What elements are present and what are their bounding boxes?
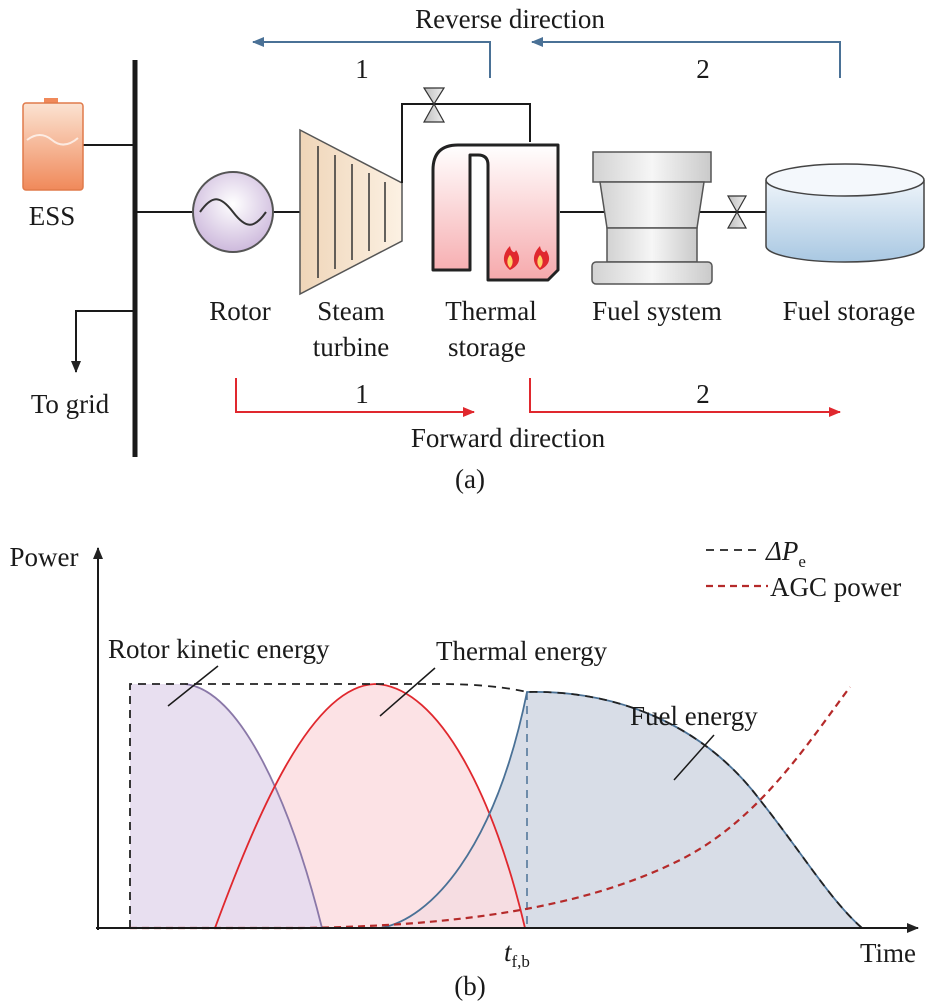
rotor-energy-label: Rotor kinetic energy — [108, 634, 330, 664]
reverse-arrow-1 — [252, 37, 491, 78]
delta-pe-curve — [129, 683, 863, 929]
rotor-label: Rotor — [209, 296, 271, 326]
reverse-direction-label: Reverse direction — [415, 4, 605, 34]
legend: ΔPe AGC power — [706, 536, 901, 602]
x-axis-label: Time — [860, 938, 916, 968]
agc-power-curve — [130, 686, 851, 930]
legend-delta-pe-label: ΔPe — [765, 536, 806, 571]
thermal-energy-pointer — [379, 667, 436, 717]
to-grid-arrow — [71, 310, 135, 373]
fuel-energy-label: Fuel energy — [630, 701, 758, 731]
tfb-main: t — [504, 937, 513, 967]
steam-turbine-label-1: Steam — [317, 296, 385, 326]
forward-arrow-2 — [529, 378, 841, 417]
reverse-arrow-2 — [531, 37, 841, 78]
y-axis-label: Power — [10, 542, 79, 572]
rotor-energy-curve — [184, 683, 323, 929]
tfb-tick-label: tf,b — [504, 937, 530, 971]
thermal-energy-label: Thermal energy — [436, 636, 608, 666]
battery-icon — [22, 98, 84, 191]
panel-b: Power Time tf,b Rotor kinetic energy The… — [10, 536, 919, 1001]
forward-direction-label: Forward direction — [411, 423, 606, 453]
forward-step-1: 1 — [355, 379, 369, 409]
steam-turbine-label-2: turbine — [313, 332, 389, 362]
caption-a: (a) — [455, 464, 485, 494]
legend-agc-label: AGC power — [770, 572, 901, 602]
fuel-system-label: Fuel system — [592, 296, 722, 326]
thermal-storage-icon — [431, 143, 560, 282]
caption-b: (b) — [454, 971, 485, 1001]
rotor-energy-pointer — [167, 665, 219, 707]
reverse-step-1: 1 — [355, 54, 369, 84]
fuel-storage-icon — [765, 163, 925, 263]
steam-pipe — [401, 103, 531, 183]
reverse-step-2: 2 — [696, 54, 710, 84]
steam-turbine-icon — [299, 128, 403, 296]
tfb-sub: f,b — [512, 952, 530, 971]
panel-a: Reverse direction 1 2 To grid ESS Rotor — [22, 4, 925, 494]
fuel-system-icon — [591, 151, 713, 285]
fuel-energy-pointer — [673, 734, 715, 781]
thermal-storage-label-2: storage — [448, 332, 526, 362]
fuel-valve-icon — [726, 195, 748, 229]
thermal-storage-label-1: Thermal — [445, 296, 536, 326]
steam-valve-icon — [422, 87, 446, 123]
rotor-icon — [192, 171, 274, 253]
thermal-energy-curve — [214, 683, 526, 929]
fuel-storage-label: Fuel storage — [783, 296, 916, 326]
forward-step-2: 2 — [696, 379, 710, 409]
rotor-energy-area — [130, 684, 322, 928]
ess-label: ESS — [29, 201, 76, 231]
forward-arrow-1 — [235, 378, 475, 417]
to-grid-label: To grid — [31, 389, 110, 419]
